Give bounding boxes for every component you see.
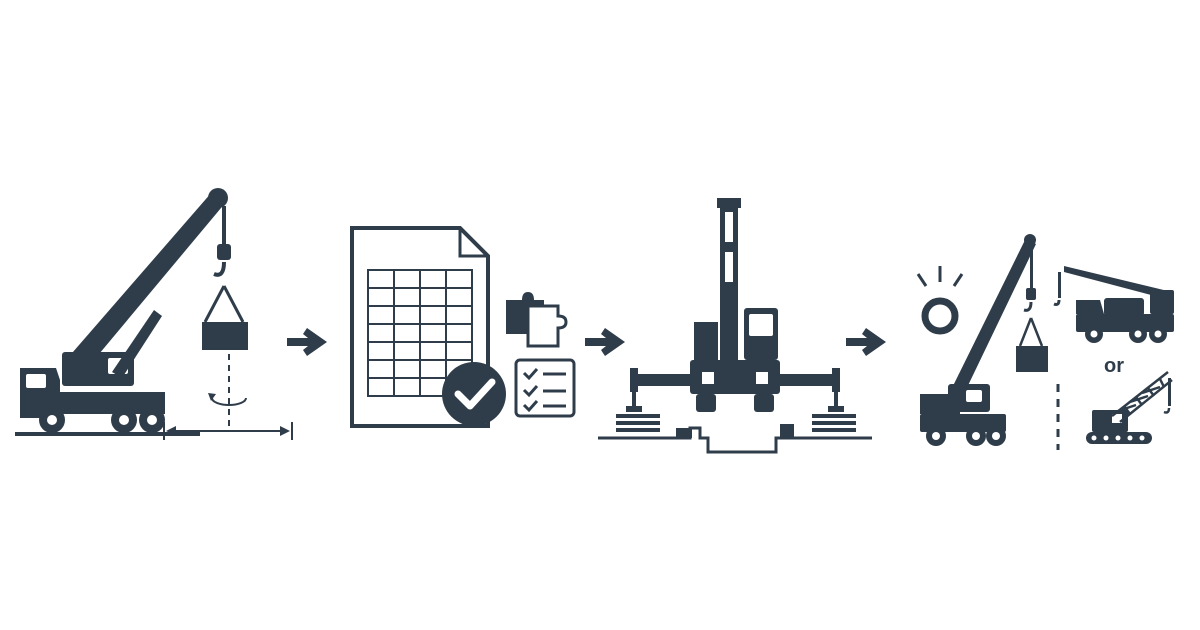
crane-front-view-outriggers-icon [598,198,872,454]
crawler-crane-option-icon [1086,371,1173,444]
step-lift-parameters [15,188,293,440]
step-outrigger-setup [598,198,872,454]
arrow-right-icon [846,328,886,356]
arrow-right-icon [585,328,625,356]
large-truck-crane-option-icon [1053,266,1174,343]
truck-crane-lifting-icon [920,234,1048,446]
step-load-chart-check [350,226,576,428]
puzzle-piece-icon [506,292,568,348]
step-crane-selection: or [916,234,1174,450]
arrow-right-icon [287,328,327,356]
checkmark-badge-icon [442,362,506,426]
truck-crane-with-load-and-radius-icon [15,188,293,440]
checklist-icon [514,358,576,418]
or-label: or [1104,355,1124,377]
alert-ring-icon [916,266,964,335]
